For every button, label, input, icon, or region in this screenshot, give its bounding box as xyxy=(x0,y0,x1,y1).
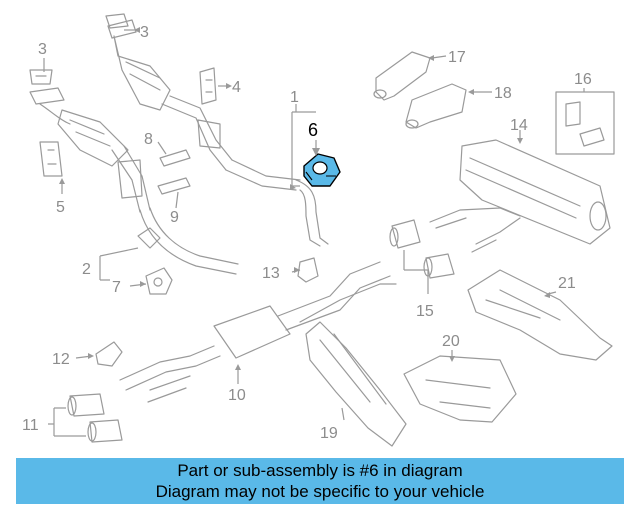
callout-4: 4 xyxy=(232,79,241,96)
intermediate-pipe-10 xyxy=(119,261,397,403)
left-front-pipe xyxy=(29,87,239,275)
callout-1: 1 xyxy=(290,89,299,106)
callout-3-left: 3 xyxy=(38,41,47,58)
part-6-hanger-highlighted xyxy=(303,153,341,187)
callout-12: 12 xyxy=(52,351,70,368)
callout-numbers: 3 3 4 1 6 8 5 9 2 7 13 17 18 16 14 21 15… xyxy=(22,24,592,442)
callout-10: 10 xyxy=(228,387,246,404)
left-bracket-5 xyxy=(39,141,63,177)
clamps-11 xyxy=(67,393,123,443)
callout-17: 17 xyxy=(448,49,466,66)
callout-20: 20 xyxy=(442,333,460,350)
center-pipe-1 xyxy=(295,179,329,247)
notice-line-part-number: Part or sub-assembly is #6 in diagram xyxy=(177,461,463,480)
hanger-13 xyxy=(297,257,319,283)
callout-5: 5 xyxy=(56,199,65,216)
heat-shield-20 xyxy=(403,355,517,423)
callout-13: 13 xyxy=(262,265,280,282)
tip-17 xyxy=(373,51,431,101)
callout-14: 14 xyxy=(510,117,528,134)
callout-7: 7 xyxy=(112,279,121,296)
hanger-7 xyxy=(145,267,173,295)
callout-2: 2 xyxy=(82,261,91,278)
right-front-pipe xyxy=(107,19,301,191)
top-bracket-3 xyxy=(105,13,129,29)
clips-8-9 xyxy=(157,149,191,195)
bracket-4 xyxy=(199,67,217,105)
callout-9: 9 xyxy=(170,209,179,226)
callout-11: 11 xyxy=(22,417,39,434)
notice-line-disclaimer: Diagram may not be specific to your vehi… xyxy=(155,482,485,501)
callout-3-top: 3 xyxy=(140,24,149,41)
callout-19: 19 xyxy=(320,425,338,442)
callout-8: 8 xyxy=(144,131,153,148)
tip-18 xyxy=(405,83,467,129)
callout-15: 15 xyxy=(416,303,434,320)
notice-banner: Part or sub-assembly is #6 in diagram Di… xyxy=(16,458,624,504)
heat-shield-21 xyxy=(467,269,613,361)
left-bracket-3 xyxy=(29,69,53,85)
rear-muffler-14 xyxy=(429,139,611,253)
arrowheads xyxy=(59,27,550,370)
bracket-12 xyxy=(95,341,123,367)
callout-16: 16 xyxy=(574,71,592,88)
heat-shield-19 xyxy=(305,321,407,447)
exhaust-system-diagram: 3 3 4 1 6 8 5 9 2 7 13 17 18 16 14 21 15… xyxy=(22,13,615,447)
brackets-16 xyxy=(555,91,615,155)
callout-21: 21 xyxy=(558,275,576,292)
hanger-2 xyxy=(137,227,161,249)
callout-6: 6 xyxy=(308,120,318,140)
clamps-15 xyxy=(389,219,455,279)
callout-18: 18 xyxy=(494,85,512,102)
